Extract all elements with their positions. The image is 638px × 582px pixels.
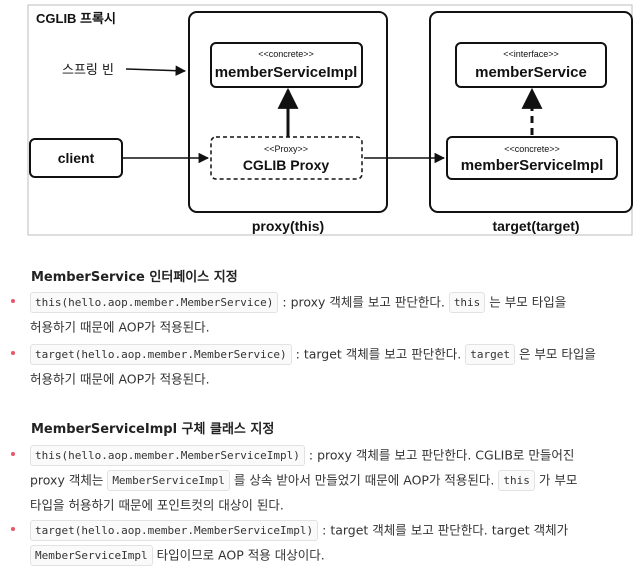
spring-bean-arrow — [125, 65, 187, 76]
bullet-dot — [11, 351, 15, 355]
bullet-text: proxy 객체는 — [30, 472, 108, 488]
bullet-text: : proxy 객체를 보고 판단한다. — [278, 294, 449, 310]
bullet-text: 를 상속 받아서 만들었기 때문에 AOP가 적용된다. — [229, 472, 499, 488]
bullet-text: 은 부모 타입을 — [514, 346, 596, 362]
bullet-text: 허용하기 때문에 AOP가 적용된다. — [30, 371, 210, 387]
bullet-text: 가 부모 — [534, 472, 578, 488]
section-heading: MemberServiceImpl 구체 클래스 지정 — [31, 422, 275, 437]
bullet-line: proxy 객체는 MemberServiceImpl 를 상속 받아서 만들었… — [30, 468, 577, 492]
proxy-stereotype: <<Proxy>> — [264, 144, 308, 154]
bullet-line: target(hello.aop.member.MemberServiceImp… — [30, 518, 568, 542]
bullet-text: : proxy 객체를 보고 판단한다. CGLIB로 만들어진 — [304, 447, 575, 463]
cglib-proxy-diagram: CGLIB 프록시 proxy(this) target(target) <<c… — [27, 4, 633, 236]
concrete-box-top — [210, 42, 363, 88]
bullet-dot — [11, 527, 15, 531]
outer-frame — [27, 4, 633, 236]
target-impl-stereotype: <<concrete>> — [504, 144, 560, 154]
proxy-name: CGLIB Proxy — [243, 157, 330, 173]
inline-code: MemberServiceImpl — [30, 545, 153, 566]
concrete-top-name: memberServiceImpl — [215, 64, 358, 81]
proxy-container-label: proxy(this) — [252, 218, 324, 234]
interface-box — [455, 42, 607, 88]
bullet-text: 타입을 허용하기 때문에 포인트컷의 대상이 된다. — [30, 497, 284, 513]
target-container — [429, 11, 633, 213]
bullet-dot — [11, 299, 15, 303]
interface-stereotype: <<interface>> — [503, 49, 559, 59]
interface-name: memberService — [475, 64, 587, 81]
inline-code: this — [498, 470, 535, 491]
inline-code: target(hello.aop.member.MemberService) — [30, 344, 292, 365]
target-impl-box — [446, 136, 618, 180]
client-label: client — [58, 150, 95, 166]
bullet-text: : target 객체를 보고 판단한다. target 객체가 — [318, 522, 569, 538]
concrete-top-stereotype: <<concrete>> — [258, 49, 314, 59]
bullet-line: MemberServiceImpl 타입이므로 AOP 적용 대상이다. — [30, 543, 325, 567]
bullet-line: 허용하기 때문에 AOP가 적용된다. — [30, 367, 210, 391]
bullet-line: this(hello.aop.member.MemberService) : p… — [30, 290, 566, 314]
bullet-line: 허용하기 때문에 AOP가 적용된다. — [30, 315, 210, 339]
bullet-text: 허용하기 때문에 AOP가 적용된다. — [30, 319, 210, 335]
spring-bean-label: 스프링 빈 — [62, 63, 114, 78]
proxy-container — [188, 11, 388, 213]
inline-code: this(hello.aop.member.MemberServiceImpl) — [30, 445, 305, 466]
inline-code: target — [465, 344, 515, 365]
target-container-label: target(target) — [492, 218, 579, 234]
inline-code: this — [448, 292, 486, 313]
frame-title: CGLIB 프록시 — [36, 11, 116, 26]
bullet-dot — [11, 452, 15, 456]
bullet-line: target(hello.aop.member.MemberService) :… — [30, 342, 596, 366]
bullet-text: : target 객체를 보고 판단한다. — [291, 346, 466, 362]
bullet-text: 는 부모 타입을 — [485, 294, 567, 310]
inline-code: this(hello.aop.member.MemberService) — [30, 292, 279, 313]
inline-code: MemberServiceImpl — [107, 470, 230, 491]
target-impl-name: memberServiceImpl — [461, 157, 604, 174]
bullet-line: 타입을 허용하기 때문에 포인트컷의 대상이 된다. — [30, 493, 284, 517]
section-heading: MemberService 인터페이스 지정 — [31, 270, 238, 285]
bullet-text: 타입이므로 AOP 적용 대상이다. — [152, 547, 325, 563]
inline-code: target(hello.aop.member.MemberServiceImp… — [30, 520, 319, 541]
bullet-line: this(hello.aop.member.MemberServiceImpl)… — [30, 443, 574, 467]
